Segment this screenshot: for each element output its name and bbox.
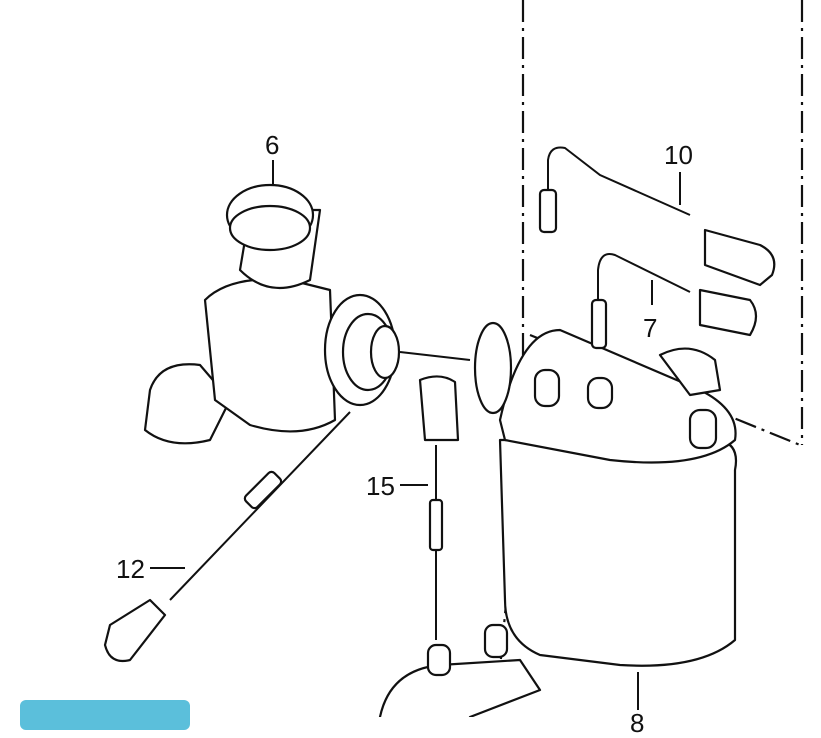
callout-10: 10 — [664, 140, 693, 170]
callout-6: 6 — [265, 130, 280, 160]
callout-8: 8 — [630, 708, 645, 738]
leader-lines — [150, 160, 681, 710]
sensor-15 — [418, 375, 460, 640]
sensor-7 — [590, 253, 758, 350]
callout-15: 15 — [366, 471, 395, 501]
sensor-12 — [103, 411, 351, 663]
callout-12: 12 — [116, 554, 145, 584]
turbocharger — [143, 183, 471, 445]
action-button[interactable] — [20, 700, 190, 730]
sensor-10 — [538, 146, 776, 287]
exhaust-parts-diagram — [103, 0, 804, 717]
callout-7: 7 — [643, 313, 658, 343]
diesel-particulate-filter — [378, 321, 738, 717]
